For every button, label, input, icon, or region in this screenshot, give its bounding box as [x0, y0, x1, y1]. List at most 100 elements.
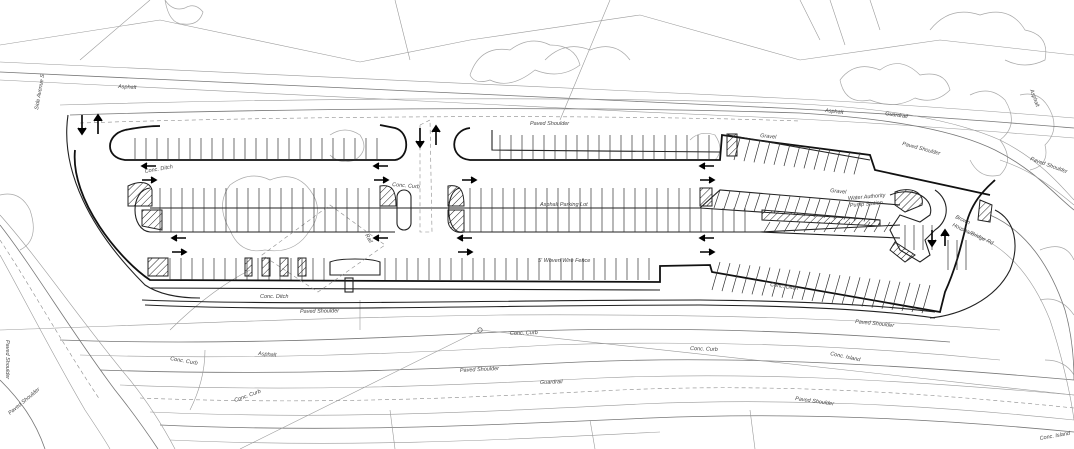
arrow-right-icon [700, 176, 716, 184]
parking-stall-line [863, 203, 871, 222]
label-conc-curb-bottom2: Conc. Curb [690, 346, 718, 353]
traffic-arrows [140, 162, 716, 256]
label-paved-shoulder-lot: Paved Shoulder [530, 121, 570, 127]
arrow-right-icon [142, 176, 158, 184]
parking-stall-line [853, 202, 861, 221]
label-conc-island-right: Conc. Island [830, 351, 862, 363]
label-paved-shoulder-bottom-right: Paved Shoulder [855, 319, 896, 329]
label-conc-curb-bottom: Conc. Curb [510, 330, 538, 337]
parking-stall-line [881, 280, 891, 309]
parking-stall-line [741, 265, 751, 294]
parking-stalls [134, 135, 967, 314]
label-paved-shoulder-far-left: Paved Shoulder [7, 386, 42, 417]
parking-stall-line [803, 146, 811, 169]
label-conc-ditch-left: Conc. Ditch [144, 164, 173, 175]
parking-stall-line [823, 221, 831, 233]
parking-stall-line [863, 221, 871, 233]
label-pump-station: Pump Station [850, 200, 883, 209]
parking-stall-line [811, 272, 821, 302]
parking-stall-line [751, 266, 761, 295]
label-asphalt-top: Asphalt [117, 84, 137, 91]
lane-arrows [77, 113, 950, 248]
label-gravel-mid: Gravel [830, 188, 848, 196]
label-side-avenue: Side Avenue S [34, 73, 46, 110]
label-paved-shoulder-left: Paved Shoulder [4, 340, 10, 380]
parking-stall-line [773, 195, 781, 214]
parking-stall-line [823, 148, 831, 171]
parking-stall-line [883, 221, 891, 233]
parking-stall-line [783, 143, 791, 167]
parking-stall-line [723, 190, 731, 210]
label-conc-curb-mid: Conc. Curb [392, 182, 420, 190]
parking-stall-line [853, 221, 861, 233]
label-water-authority: Water Authority [848, 193, 887, 202]
label-conc-curb-left: Conc. Curb [170, 356, 198, 367]
parking-stall-line [783, 196, 791, 215]
parking-stall-line [813, 221, 821, 233]
parking-stall-line [773, 221, 781, 233]
label-rail: Rail [363, 233, 373, 245]
parking-stall-line [843, 221, 851, 233]
arrow-left-icon [698, 162, 714, 170]
parking-stall-line [793, 145, 801, 168]
parking-stall-line [711, 261, 721, 291]
parking-stall-line [721, 263, 731, 292]
label-houses-bridge: Houses/Bridge Rd [951, 222, 995, 247]
label-conc-curb-lower-left: Conc. Curb [234, 389, 262, 404]
label-asphalt-bottom: Asphalt [257, 351, 277, 359]
parking-stall-line [901, 282, 911, 311]
arrow-right-icon [462, 176, 478, 184]
label-asphalt-far-right: Asphalt [1028, 88, 1040, 109]
label-paved-shoulder-lower: Paved Shoulder [460, 366, 501, 374]
arrow-left-icon [140, 162, 156, 170]
arrow-right-icon [700, 248, 716, 256]
arrow-left-icon [372, 234, 388, 242]
arrow-right-icon [374, 176, 390, 184]
parking-stall-line [763, 221, 771, 233]
parking-stall-line [753, 140, 761, 163]
parking-stall-line [843, 151, 851, 174]
parking-stall-line [823, 199, 831, 219]
parking-stall-line [791, 270, 801, 299]
parking-stall-line [763, 141, 771, 164]
label-guardrail-bottom: Guardrail [540, 379, 564, 386]
label-asphalt-parking-lot: Asphalt Parking Lot [539, 202, 588, 208]
parking-stall-line [743, 192, 751, 211]
label-wire-fence: 5' Woven Wire Fence [538, 258, 590, 264]
parking-stall-line [713, 189, 721, 209]
hatched-islands [127, 133, 993, 277]
parking-stall-line [911, 283, 921, 313]
label-paved-shoulder-far-right: Paved Shoulder [1029, 156, 1069, 175]
arrow-right-icon [172, 248, 188, 256]
label-paved-shoulder-lower-right: Paved Shoulder [795, 396, 836, 408]
parking-stall-line [891, 281, 901, 310]
parking-stall-line [873, 221, 881, 233]
parking-stall-line [833, 221, 841, 233]
parking-stall-line [793, 197, 801, 216]
parking-stall-line [813, 198, 821, 218]
parking-stall-line [873, 204, 881, 223]
parking-stall-line [733, 137, 741, 161]
parking-stall-line [921, 285, 931, 314]
label-conc-ditch-right: Conc. Ditch [770, 282, 799, 292]
parking-stall-line [731, 264, 741, 293]
parking-stall-line [833, 149, 841, 173]
label-guardrail-top: Guardrail [885, 111, 909, 120]
parking-stall-line [793, 221, 801, 233]
arrow-right-icon [458, 248, 474, 256]
parking-stall-line [853, 152, 861, 175]
parking-stall-line [771, 268, 781, 297]
parking-stall-line [783, 221, 791, 233]
arrow-left-icon [372, 162, 388, 170]
parking-stall-line [803, 221, 811, 233]
vegetation-outlines [0, 0, 1074, 376]
parking-stall-line [801, 271, 811, 300]
label-asphalt-right: Asphalt [824, 108, 844, 116]
label-gravel-top: Gravel [760, 133, 778, 141]
label-conc-ditch-bottom: Conc. Ditch [260, 294, 288, 300]
parking-stall-line [841, 276, 851, 305]
parking-stall-line [803, 197, 811, 217]
parking-stall-line [761, 267, 771, 296]
